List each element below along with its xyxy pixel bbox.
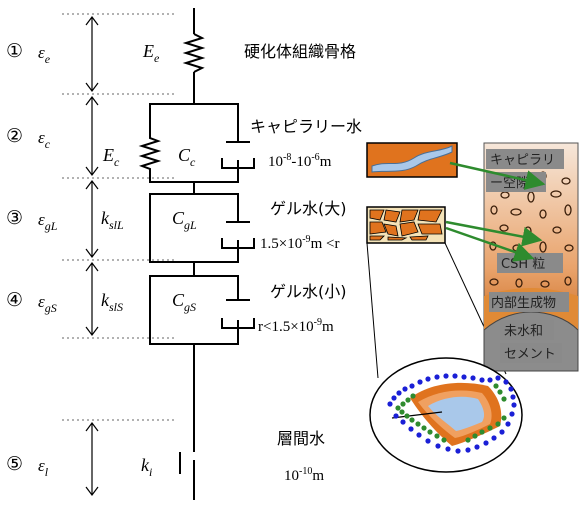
strain-arrow-4: [85, 262, 99, 336]
rheology-model: [138, 8, 255, 500]
interlayer-zoom: [369, 357, 523, 473]
svg-text:εgL: εgL: [38, 210, 58, 233]
svg-text:Ee: Ee: [142, 41, 160, 65]
size-gel-small: r<1.5×10-9m: [258, 317, 334, 335]
strain-arrow-1: [85, 16, 99, 92]
panel-label-csh: CSH 粒: [501, 257, 545, 272]
svg-text:CgL: CgL: [172, 208, 197, 232]
panel-label-unhydrated-2: セメント: [504, 347, 556, 362]
svg-text:Cc: Cc: [178, 145, 196, 169]
layer-number-3: ③: [6, 208, 23, 229]
label-capillary-water: キャピラリー水: [250, 117, 362, 136]
layer-numbers: ① ② ③ ④ ⑤: [6, 41, 23, 475]
svg-text:εc: εc: [38, 128, 51, 151]
label-interlayer-water: 層間水: [277, 429, 325, 448]
strain-arrow-3: [85, 180, 99, 258]
damper-labels: Cc CgL CgS: [172, 145, 197, 314]
label-gel-water-small: ゲル水(小): [270, 282, 347, 301]
strain-arrows: [85, 16, 99, 496]
element-labels: Ee Ec kslL kslS ki: [101, 41, 160, 479]
strain-arrow-5: [85, 422, 99, 496]
size-capillary: 10-8-10-6m: [268, 152, 332, 170]
layer-number-2: ②: [6, 126, 23, 147]
svg-text:εe: εe: [38, 43, 51, 66]
panel-label-unhydrated-1: 未水和: [504, 324, 543, 339]
gel-pore-swatch: [366, 206, 446, 244]
layer-number-4: ④: [6, 290, 23, 311]
svg-text:kslL: kslL: [101, 208, 124, 232]
layer-number-5: ⑤: [6, 454, 23, 475]
size-gel-large: 1.5×10-9m <r: [260, 234, 339, 252]
size-interlayer: 10-10m: [284, 466, 324, 484]
svg-text:Ec: Ec: [102, 145, 120, 169]
label-skeleton: 硬化体組織骨格: [244, 42, 356, 61]
svg-text:kslS: kslS: [101, 290, 123, 314]
svg-text:CgS: CgS: [172, 290, 196, 314]
svg-text:ki: ki: [141, 455, 152, 479]
strain-labels: εe εc εgL εgS εl: [38, 43, 58, 479]
layer-separators: [62, 13, 176, 421]
panel-label-inner-product: 内部生成物: [491, 295, 556, 311]
svg-text:εgS: εgS: [38, 292, 57, 315]
strain-arrow-2: [85, 96, 99, 176]
layer-number-1: ①: [6, 41, 23, 62]
spring-ee: [182, 33, 206, 73]
green-arrows: [445, 161, 546, 262]
label-gel-water-large: ゲル水(大): [270, 199, 347, 218]
capillary-pore-swatch: [366, 142, 458, 178]
panel-label-capillary-1: キャピラリ: [490, 153, 555, 168]
svg-text:εl: εl: [38, 456, 49, 479]
microstructure-panel: キャピラリ ー空隙 CSH 粒 内部生成物 未水和 セメント: [483, 142, 579, 372]
